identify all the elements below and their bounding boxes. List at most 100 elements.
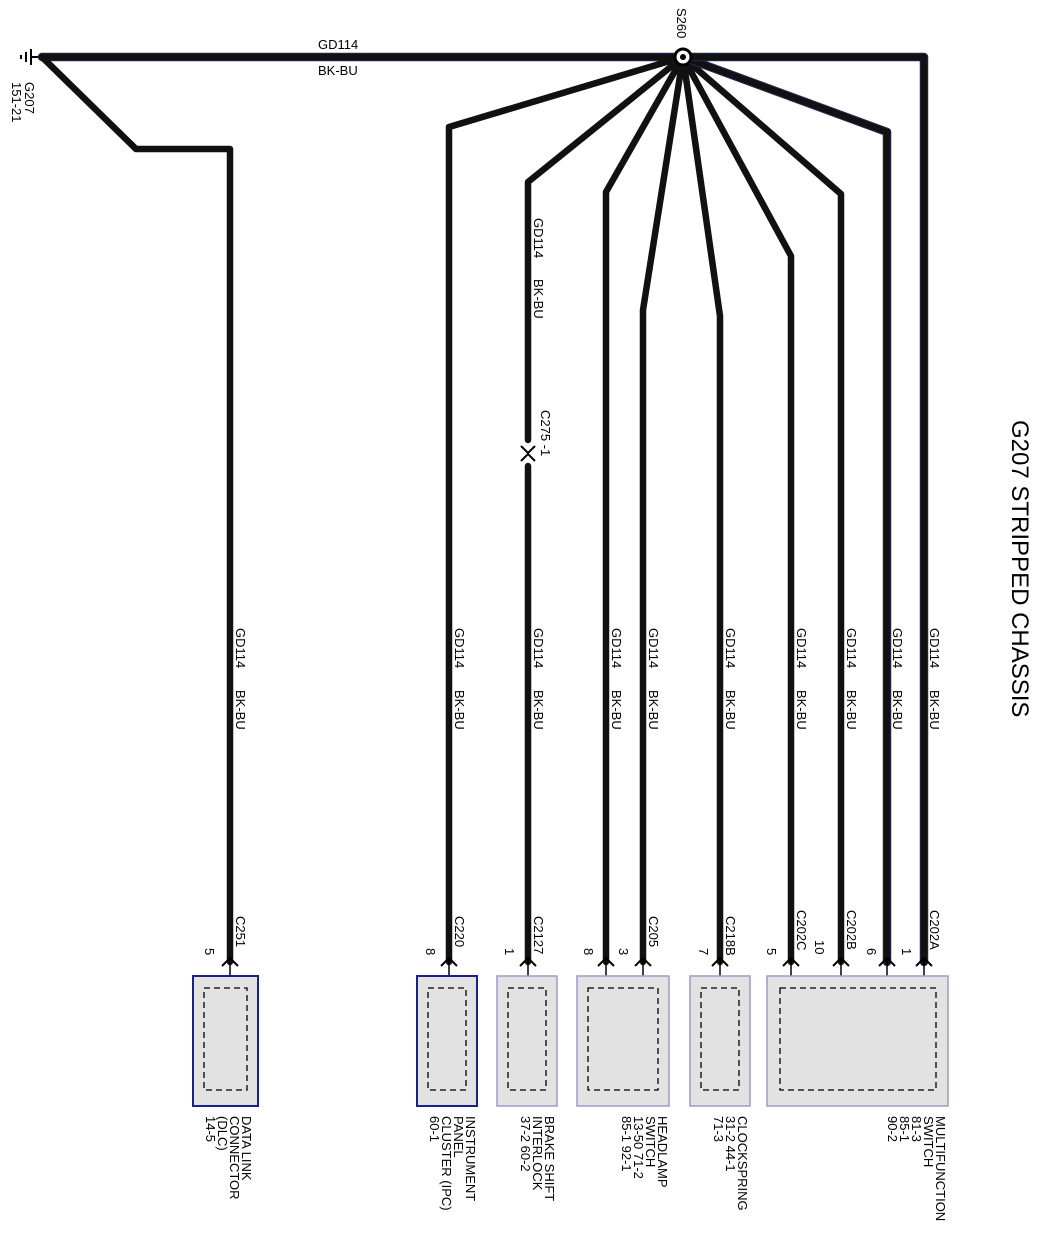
wire-color: BK-BU: [794, 690, 809, 730]
wire-color: BK-BU: [609, 690, 624, 730]
component-label-line: PANEL: [451, 1116, 466, 1158]
wire-brake-shift: [524, 53, 687, 444]
terminal-icon: [634, 956, 652, 976]
component-label-line: 90-2: [885, 1116, 900, 1142]
wire-circuit: GD114: [723, 628, 738, 668]
component-label-line: 85-1 92-1: [619, 1116, 634, 1172]
wire-circuit: GD114: [531, 628, 546, 668]
inline-connector-label: C275 -1: [538, 410, 553, 456]
wire-dlc: [38, 53, 234, 966]
wire-circuit: GD114: [890, 628, 905, 668]
wire-mfs-b10: [679, 53, 845, 966]
upper-wire-color: BK-BU: [531, 279, 546, 319]
component-clockspring: [689, 975, 751, 1107]
wire-circuit: GD114: [452, 628, 467, 668]
wire-color: BK-BU: [646, 690, 661, 730]
pin-label: 5: [202, 948, 217, 955]
wire-color: BK-BU: [452, 690, 467, 730]
terminal-icon: [597, 956, 615, 976]
component-label-line: HEADLAMP: [655, 1116, 670, 1188]
wire-circuit: GD114: [233, 628, 248, 668]
wire-mfs-c: [679, 53, 795, 966]
component-label-line: CONNECTOR: [227, 1116, 242, 1200]
component-headlamp-switch: [576, 975, 670, 1107]
connector-label: C202B: [844, 910, 859, 950]
pin-label: 6: [864, 948, 879, 955]
component-label-line: 37-2 60-2: [518, 1116, 533, 1172]
wire-color: BK-BU: [890, 690, 905, 730]
wire-circuit: GD114: [646, 628, 661, 668]
wire-circuit: GD114: [844, 628, 859, 668]
component-label-line: DATA LINK: [239, 1116, 254, 1181]
connector-label: C205: [646, 916, 661, 947]
ground-ref: 151-21: [9, 82, 24, 122]
splice-icon: [673, 47, 693, 67]
wire-circuit: GD114: [927, 628, 942, 668]
terminal-icon: [440, 956, 458, 976]
pin-labels: 5 8 1 8 3 7 5 10 6 1: [202, 940, 914, 955]
component-label-line: 71-3: [711, 1116, 726, 1142]
inline-connector-icon: [520, 445, 536, 462]
component-label-line: CLOCKSPRING: [735, 1116, 750, 1211]
pin-label: 10: [812, 940, 827, 954]
wire-color: BK-BU: [531, 690, 546, 730]
component-label-line: INSTRUMENT: [463, 1116, 478, 1201]
wire-headlamp-b: [639, 53, 687, 966]
splice-label: S260: [674, 8, 689, 38]
connector-terminals: [221, 956, 933, 976]
wire-color: BK-BU: [844, 690, 859, 730]
component-label-line: CLUSTER (IPC): [439, 1116, 454, 1211]
terminal-icon: [782, 956, 800, 976]
component-ipc: [416, 975, 478, 1107]
connector-labels: C251 C220 C2127 C205 C218B C202C C202B C…: [233, 910, 942, 956]
pin-label: 1: [502, 948, 517, 955]
connector-label: C2127: [531, 916, 546, 954]
ground-label: G207: [22, 82, 37, 114]
component-label-line: 81-3: [909, 1116, 924, 1142]
upper-wire-circuit: GD114: [531, 218, 546, 258]
pin-label: 8: [581, 948, 596, 955]
pin-label: 5: [764, 948, 779, 955]
component-label-line: 85-1: [897, 1116, 912, 1142]
wire-ipc: [445, 53, 687, 966]
component-label-line: 13-50 71-2: [631, 1116, 646, 1179]
component-label-line: MULTIFUNCTION: [933, 1116, 948, 1221]
wire-headlamp-a: [602, 53, 687, 966]
main-wire-circuit: GD114: [318, 37, 358, 52]
pin-label: 7: [696, 948, 711, 955]
connector-label: C220: [452, 916, 467, 947]
component-label-line: (DLC): [215, 1116, 230, 1151]
wire-mfs-a1: [678, 52, 929, 967]
diagram-title: G207 STRIPPED CHASSIS: [1006, 420, 1033, 717]
terminal-icon: [711, 956, 729, 976]
component-label-line: BRAKE SHIFT: [542, 1116, 557, 1201]
wire-circuit: GD114: [609, 628, 624, 668]
component-dlc: [192, 975, 259, 1107]
terminal-icon: [832, 956, 850, 976]
wire-clockspring: [679, 53, 724, 966]
component-label-line: SWITCH: [643, 1116, 658, 1167]
wire-color: BK-BU: [233, 690, 248, 730]
component-label-line: 60-1: [427, 1116, 442, 1142]
component-label-line: 31-2 44-1: [723, 1116, 738, 1172]
wire-labels: GD114 BK-BU GD114 BK-BU GD114 BK-BU GD11…: [233, 628, 942, 730]
wire-circuit: GD114: [794, 628, 809, 668]
wire-color: BK-BU: [927, 690, 942, 730]
main-wire-color: BK-BU: [318, 63, 358, 78]
pin-label: 1: [899, 948, 914, 955]
component-multifunction-switch: [766, 975, 949, 1107]
connector-label: C202C: [794, 910, 809, 950]
component-label-line: 14-5: [203, 1116, 218, 1142]
connector-label: C251: [233, 916, 248, 947]
pin-label: 8: [423, 948, 438, 955]
wire-color: BK-BU: [723, 690, 738, 730]
terminal-icon: [221, 956, 239, 976]
terminal-icon: [915, 956, 933, 976]
terminal-icon: [878, 956, 896, 976]
component-label-line: SWITCH: [921, 1116, 936, 1167]
terminal-icon: [519, 956, 537, 976]
component-labels: DATA LINK CONNECTOR (DLC) 14-5 INSTRUMEN…: [203, 1116, 948, 1221]
connector-label: C218B: [723, 916, 738, 956]
component-brake-shift-interlock: [496, 975, 558, 1107]
